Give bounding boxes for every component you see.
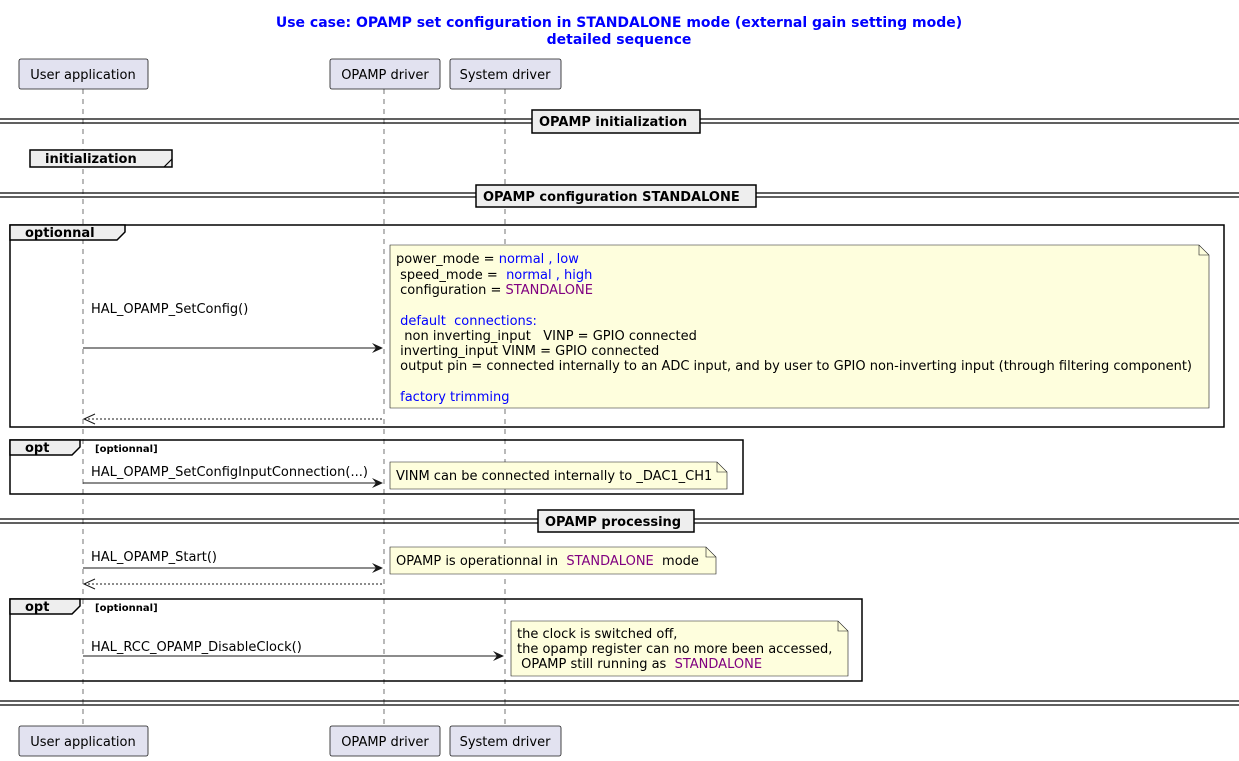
participant-opamp-driver-bottom: OPAMP driver	[329, 725, 441, 757]
svg-text:HAL_OPAMP_Start(): HAL_OPAMP_Start()	[91, 550, 217, 565]
participant-system-driver-bottom: System driver	[449, 725, 562, 757]
message-hal-opamp-start: HAL_OPAMP_Start()	[83, 550, 383, 573]
participant-system-driver-top: System driver	[449, 58, 562, 90]
svg-text:factory trimming: factory trimming	[396, 390, 510, 405]
svg-text:HAL_OPAMP_SetConfig(): HAL_OPAMP_SetConfig()	[91, 302, 248, 317]
svg-text:speed_mode = normal , high: speed_mode = normal , high	[396, 268, 592, 283]
svg-text:OPAMP still running as STANDA: OPAMP still running as STANDALONE	[517, 657, 762, 672]
note-vinm: VINM can be connected internally to _DAC…	[389, 461, 728, 490]
svg-text:the opamp register can no more: the opamp register can no more been acce…	[517, 642, 832, 657]
svg-text:opt: opt	[25, 441, 49, 456]
svg-text:power_mode = normal , low: power_mode = normal , low	[396, 252, 579, 267]
svg-text:OPAMP initialization: OPAMP initialization	[539, 115, 687, 130]
svg-text:[optionnal]: [optionnal]	[95, 603, 158, 614]
svg-text:default connections:: default connections:	[396, 314, 537, 329]
svg-text:OPAMP driver: OPAMP driver	[341, 68, 429, 83]
svg-text:System driver: System driver	[460, 735, 552, 750]
svg-text:OPAMP processing: OPAMP processing	[545, 515, 681, 530]
svg-text:initialization: initialization	[45, 152, 137, 167]
diagram-title-line2: detailed sequence	[547, 32, 692, 48]
svg-text:configuration = STANDALONE: configuration = STANDALONE	[396, 283, 593, 298]
note-clock: the clock is switched off, the opamp reg…	[510, 620, 849, 677]
divider-opamp-configuration-standalone: OPAMP configuration STANDALONE	[0, 184, 1239, 208]
participant-opamp-driver-top: OPAMP driver	[329, 58, 441, 90]
participant-user-application-top: User application	[18, 58, 149, 90]
group-opt-input-connection: opt [optionnal]	[9, 439, 744, 495]
svg-text:OPAMP is operationnal in STAN: OPAMP is operationnal in STANDALONE mode	[396, 554, 699, 569]
svg-text:inverting_input VINM = GPIO co: inverting_input VINM = GPIO connected	[396, 344, 659, 359]
participant-user-application-bottom: User application	[18, 725, 149, 757]
svg-text:User application: User application	[30, 68, 135, 83]
svg-text:HAL_RCC_OPAMP_DisableClock(): HAL_RCC_OPAMP_DisableClock()	[91, 640, 302, 655]
svg-text:the clock is switched off,: the clock is switched off,	[517, 627, 677, 642]
message-hal-opamp-setconfig: HAL_OPAMP_SetConfig()	[83, 302, 383, 353]
svg-text:HAL_OPAMP_SetConfigInputConnec: HAL_OPAMP_SetConfigInputConnection(...)	[91, 465, 368, 480]
svg-text:optionnal: optionnal	[25, 226, 95, 241]
note-config: power_mode = normal , low speed_mode = n…	[389, 244, 1210, 409]
divider-end	[0, 700, 1239, 706]
note-start: OPAMP is operationnal in STANDALONE mode	[389, 546, 717, 575]
svg-text:System driver: System driver	[460, 68, 552, 83]
svg-text:[optionnal]: [optionnal]	[95, 444, 158, 455]
svg-text:User application: User application	[30, 735, 135, 750]
svg-text:opt: opt	[25, 600, 49, 615]
group-optionnal: optionnal	[9, 224, 1225, 428]
divider-opamp-processing: OPAMP processing	[0, 509, 1239, 533]
divider-opamp-initialization: OPAMP initialization	[0, 109, 1239, 134]
group-initialization: initialization	[29, 149, 173, 168]
svg-text:OPAMP configuration STANDALONE: OPAMP configuration STANDALONE	[483, 190, 740, 205]
message-hal-opamp-setconfiginputconnection: HAL_OPAMP_SetConfigInputConnection(...)	[83, 465, 383, 488]
svg-text:non inverting_input VINP = G: non inverting_input VINP = GPIO connecte…	[396, 329, 697, 344]
message-return-start	[82, 578, 384, 590]
svg-text:output pin = connected interna: output pin = connected internally to an …	[396, 359, 1192, 374]
diagram-title-line1: Use case: OPAMP set configuration in STA…	[276, 15, 962, 31]
svg-text:OPAMP driver: OPAMP driver	[341, 735, 429, 750]
group-opt-disable-clock: opt [optionnal]	[9, 598, 863, 682]
message-return-setconfig	[82, 413, 384, 425]
svg-text:VINM can be connected internal: VINM can be connected internally to _DAC…	[396, 469, 712, 484]
message-hal-rcc-opamp-disableclock: HAL_RCC_OPAMP_DisableClock()	[83, 640, 504, 661]
